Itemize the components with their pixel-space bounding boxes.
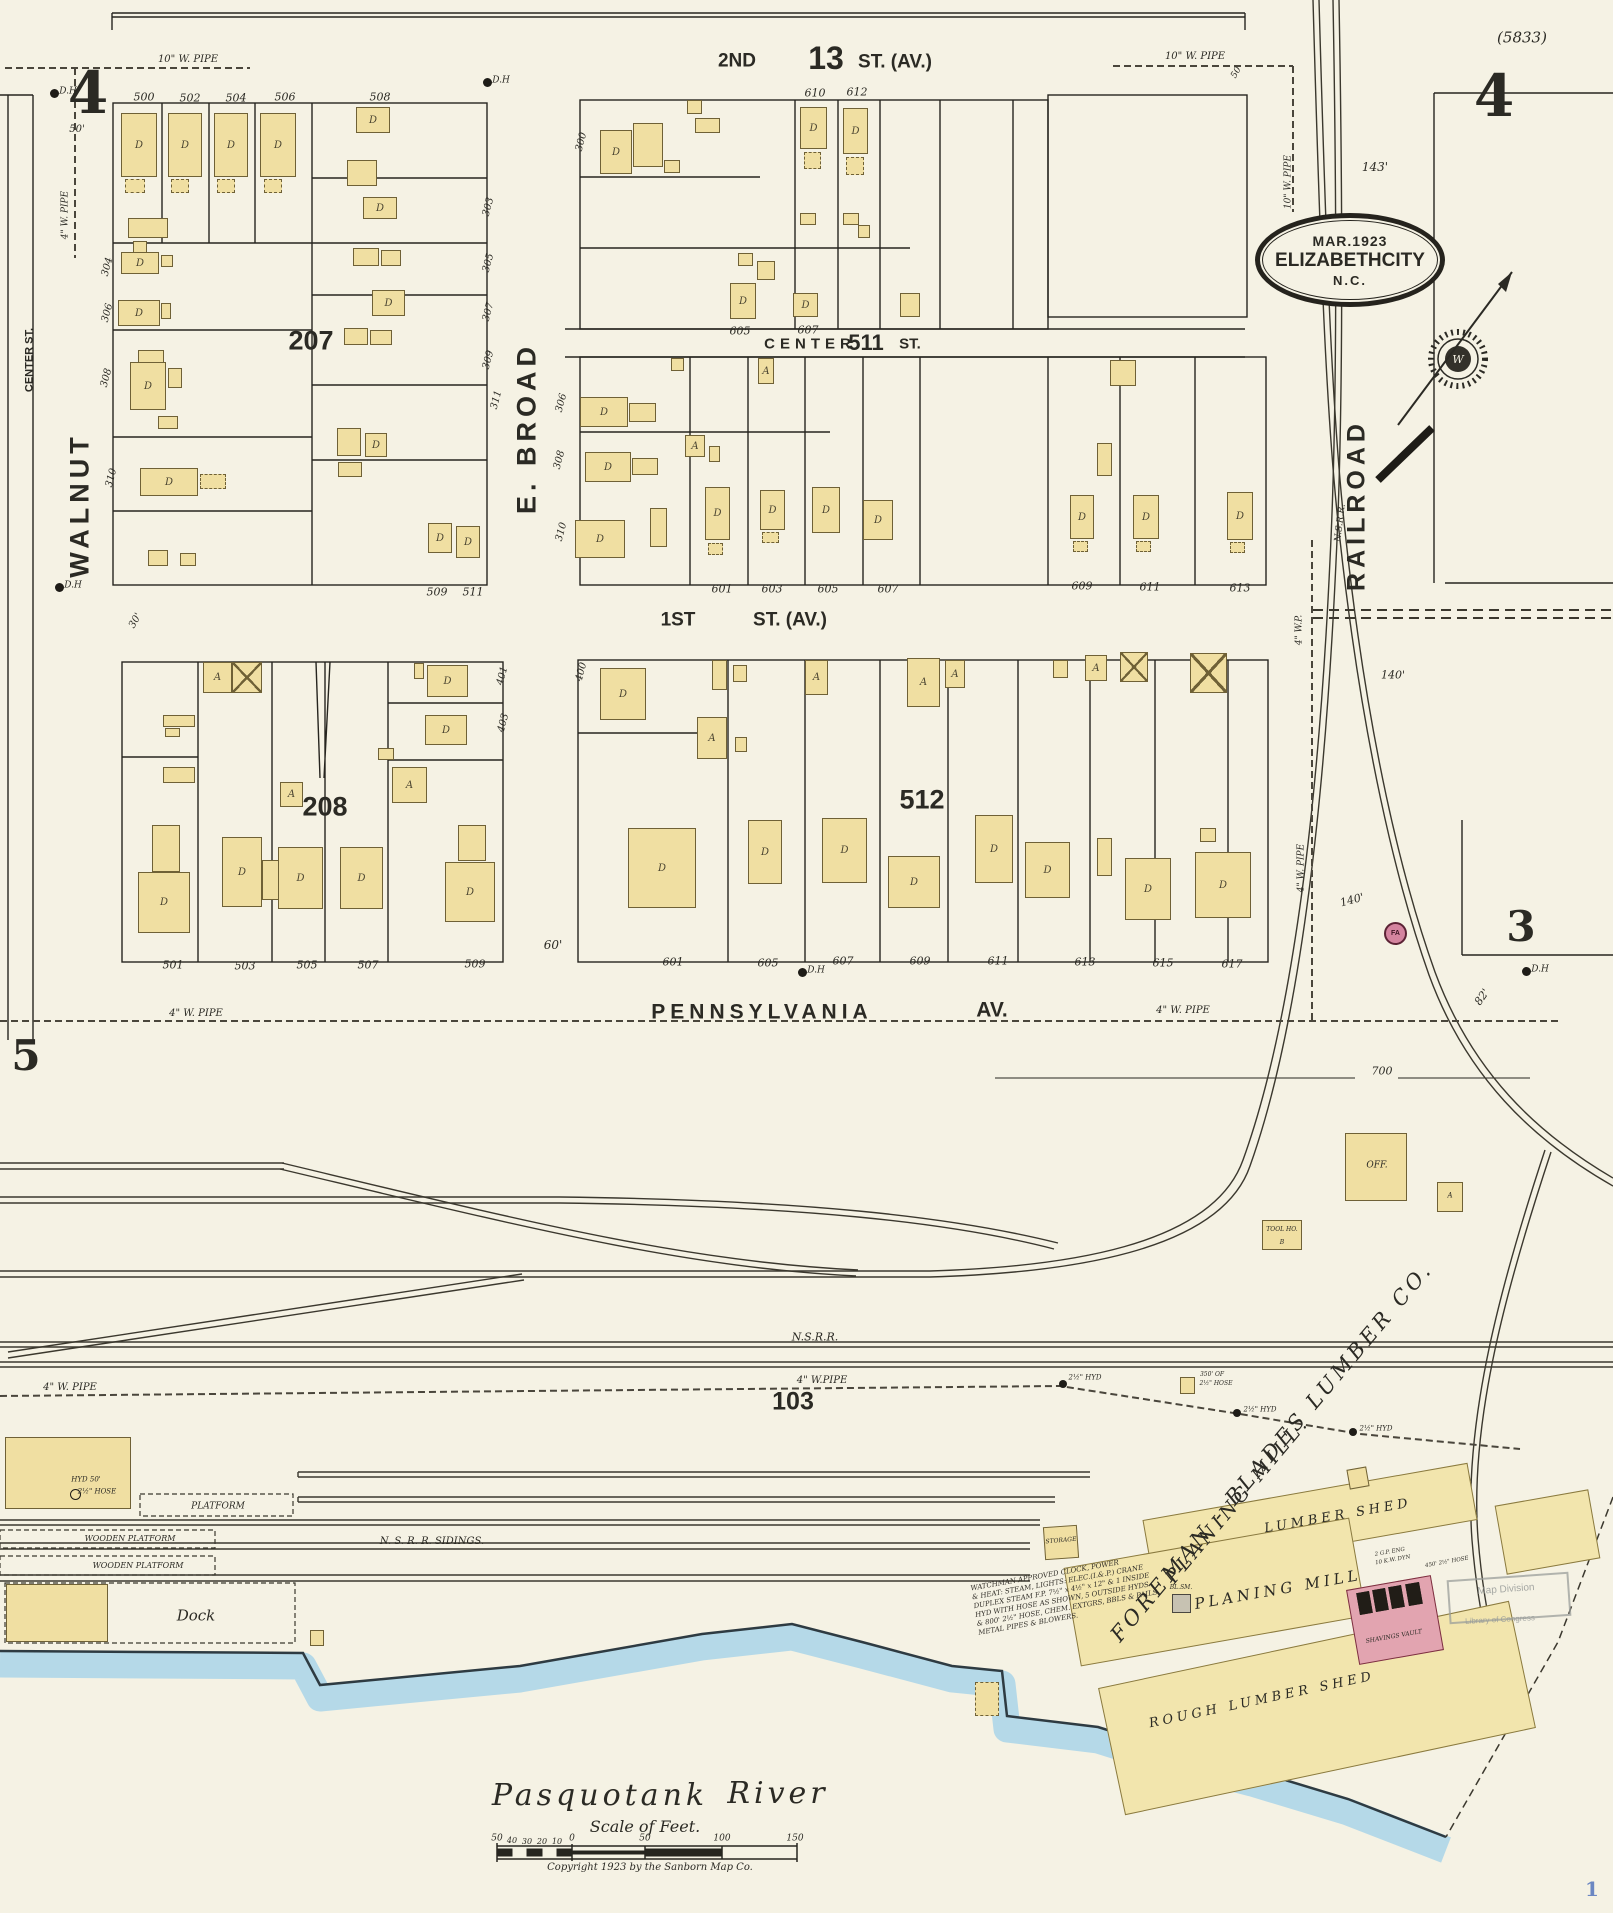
scale-bar (496, 1843, 798, 1862)
river-water (0, 1622, 1451, 1863)
compass-rose-icon: W (1375, 271, 1513, 483)
fire-alarm-symbol: FA (1384, 922, 1407, 945)
water-pipes (0, 65, 1560, 1450)
svg-text:W: W (1452, 353, 1465, 366)
library-stamp-box (1446, 1571, 1572, 1625)
neatline (0, 12, 1246, 96)
stamp-inner-ring (1262, 220, 1438, 300)
platforms-dock (0, 1493, 296, 1644)
dashed-boundaries (1313, 609, 1613, 1838)
map-title-stamp: MAR.1923 ElizabethCity N.C. (1255, 213, 1445, 307)
